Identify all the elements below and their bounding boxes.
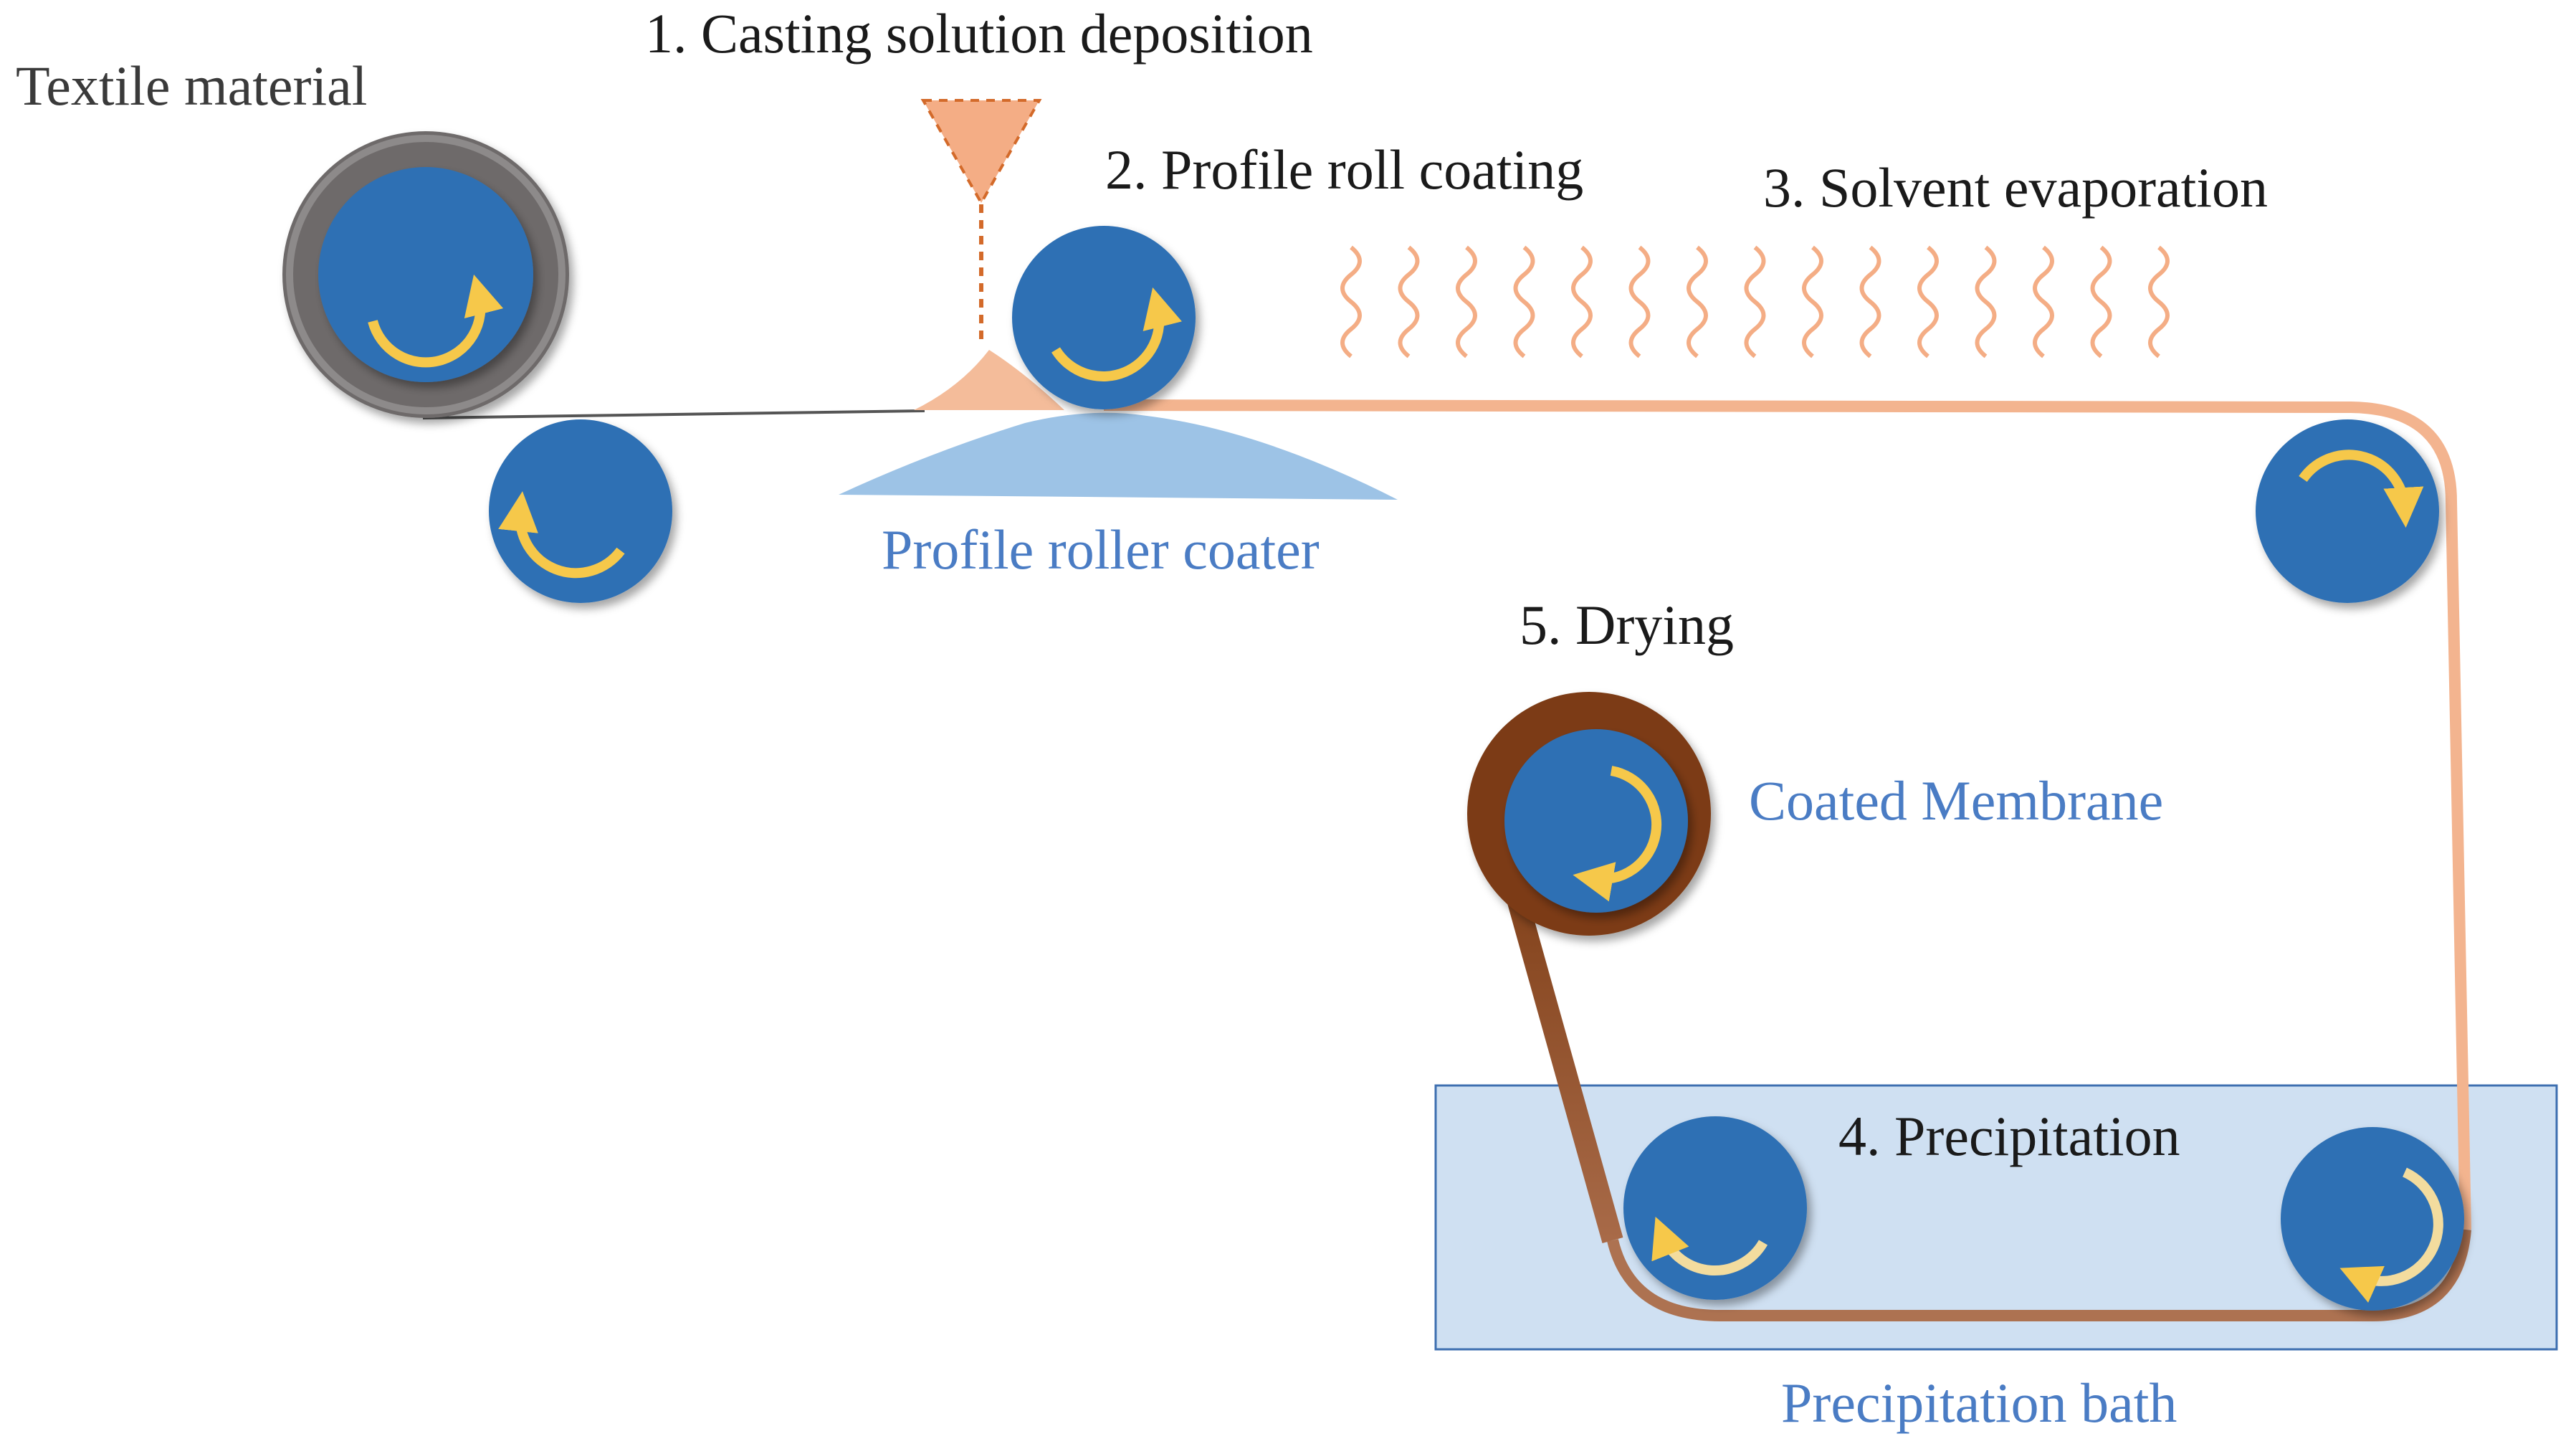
label-textile-material: Textile material — [16, 54, 367, 117]
rotation-arrow-icon — [1573, 766, 1662, 902]
rotation-arrow-icon — [2339, 1167, 2443, 1303]
guide-roll-right-top — [2256, 419, 2439, 603]
label-step-3: 3. Solvent evaporation — [1763, 156, 2268, 219]
wavy-vapor-icon — [1398, 245, 1420, 358]
rotation-arrow-icon — [368, 274, 504, 368]
wavy-vapor-icon — [1687, 245, 1708, 358]
textile-web — [422, 409, 925, 419]
funnel-icon — [920, 99, 1042, 343]
rotation-arrow-icon — [1051, 287, 1182, 381]
rotation-arrow-icon — [1651, 1217, 1768, 1276]
bath-roll-left — [1623, 1116, 1807, 1300]
textile-supply-roll — [282, 131, 569, 418]
rotating-roller-icon — [318, 167, 533, 382]
guide-roll-left — [489, 419, 672, 603]
coated-membrane-roll — [1467, 692, 1711, 936]
wavy-vapor-icon — [1628, 245, 1651, 358]
label-step-2: 2. Profile roll coating — [1105, 138, 1583, 201]
label-step-5: 5. Drying — [1520, 594, 1734, 656]
wavy-vapor-icon — [2033, 245, 2054, 358]
label-step-1: 1. Casting solution deposition — [645, 2, 1313, 65]
casting-solution-bead — [914, 350, 1064, 410]
coated-web — [1103, 399, 2471, 1230]
rotation-arrow-icon — [2299, 450, 2424, 528]
wavy-vapor-icon — [1975, 245, 1997, 358]
wavy-vapor-icon — [2148, 245, 2170, 358]
wavy-vapor-icon — [1859, 245, 1881, 358]
wavy-vapor-icon — [1456, 245, 1477, 358]
label-profile-roller-coater: Profile roller coater — [882, 518, 1320, 581]
rotating-roller-icon — [1012, 226, 1196, 409]
profile-coating-roll — [1012, 226, 1196, 409]
wavy-vapor-icon — [1744, 245, 1766, 358]
label-precipitation-bath: Precipitation bath — [1781, 1372, 2177, 1434]
wavy-vapor-icon — [1513, 245, 1535, 358]
vapor-waves — [1340, 245, 2170, 358]
wavy-vapor-icon — [1802, 245, 1823, 358]
profile-roller-coater — [839, 412, 1398, 500]
wavy-vapor-icon — [2090, 245, 2112, 358]
bath-roll-right — [2281, 1127, 2464, 1311]
rotating-roller-icon — [2256, 419, 2439, 603]
label-step-4: 4. Precipitation — [1838, 1105, 2180, 1167]
wavy-vapor-icon — [1917, 245, 1939, 358]
wavy-vapor-icon — [1571, 245, 1593, 358]
wavy-vapor-icon — [1340, 245, 1362, 358]
rotation-arrow-icon — [498, 491, 625, 579]
label-coated-membrane: Coated Membrane — [1749, 769, 2163, 832]
bath-web — [1607, 1229, 2471, 1321]
